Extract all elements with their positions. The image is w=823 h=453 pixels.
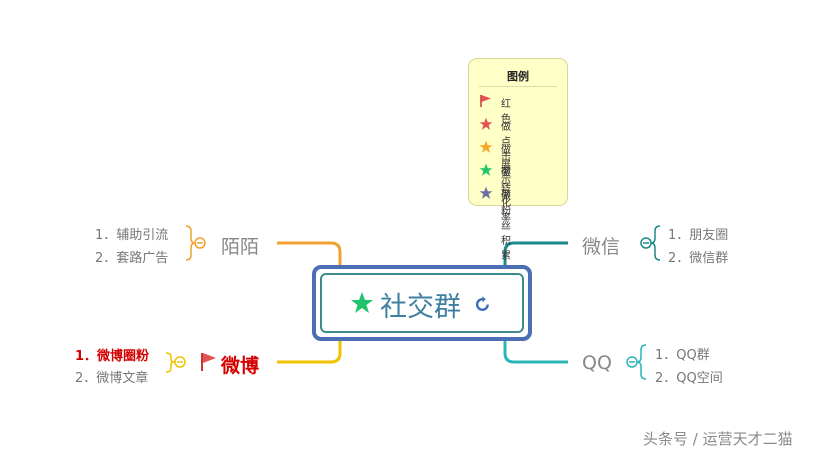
refresh-icon[interactable] [475,295,492,312]
connector-momo [277,241,342,268]
momo-bracket [185,225,196,261]
orange-star-icon [479,140,493,153]
legend-divider [479,86,557,87]
red-flag-icon [480,95,491,107]
legend-title: 图例 [507,70,529,83]
weibo-collapse-toggle[interactable] [174,356,186,368]
weibo-bracket [165,352,176,373]
red-star-icon [479,117,493,130]
green-star-icon [351,292,373,313]
weibo-item-1[interactable]: 1．微博圈粉 [75,349,150,364]
wechat-item-2[interactable]: 2．微信群 [668,251,729,266]
connector-wechat [503,241,568,268]
connector-weibo [277,338,342,364]
central-topic-node[interactable] [312,265,532,341]
watermark-text: 头条号 / 运营天才二猫 [643,430,793,448]
purple-star-icon [479,186,493,199]
legend-box: 图例 红色 做点击率 做展示率 做转化率 做粉丝积累 [468,58,568,262]
legend-label: 做展示率 [501,145,511,201]
legend-label: 做粉丝积累 [501,191,511,262]
wechat-collapse-toggle[interactable] [640,237,652,249]
branch-qq-title[interactable]: QQ [582,352,612,374]
central-topic-inner [320,273,524,333]
wechat-bracket [650,225,661,261]
branch-weibo-title[interactable]: 微博 [221,355,260,377]
green-star-icon [479,163,493,176]
connector-qq [503,338,568,364]
qq-bracket [636,344,647,380]
momo-item-1[interactable]: 1．辅助引流 [95,228,169,243]
momo-item-2[interactable]: 2．套路广告 [95,251,169,266]
legend-label: 做点击率 [501,122,511,178]
branch-wechat-title[interactable]: 微信 [582,236,621,258]
wechat-item-1[interactable]: 1．朋友圈 [668,228,729,243]
weibo-item-2[interactable]: 2．微博文章 [75,371,149,386]
qq-item-2[interactable]: 2．QQ空间 [655,371,723,386]
legend-label: 做转化率 [501,168,511,224]
qq-collapse-toggle[interactable] [626,356,638,368]
branch-momo-title[interactable]: 陌陌 [221,236,260,258]
qq-item-1[interactable]: 1．QQ群 [655,348,710,363]
central-topic-title: 社交群 [380,292,461,323]
red-flag-icon [201,353,216,371]
momo-collapse-toggle[interactable] [194,237,206,249]
legend-label: 红色 [501,99,511,125]
